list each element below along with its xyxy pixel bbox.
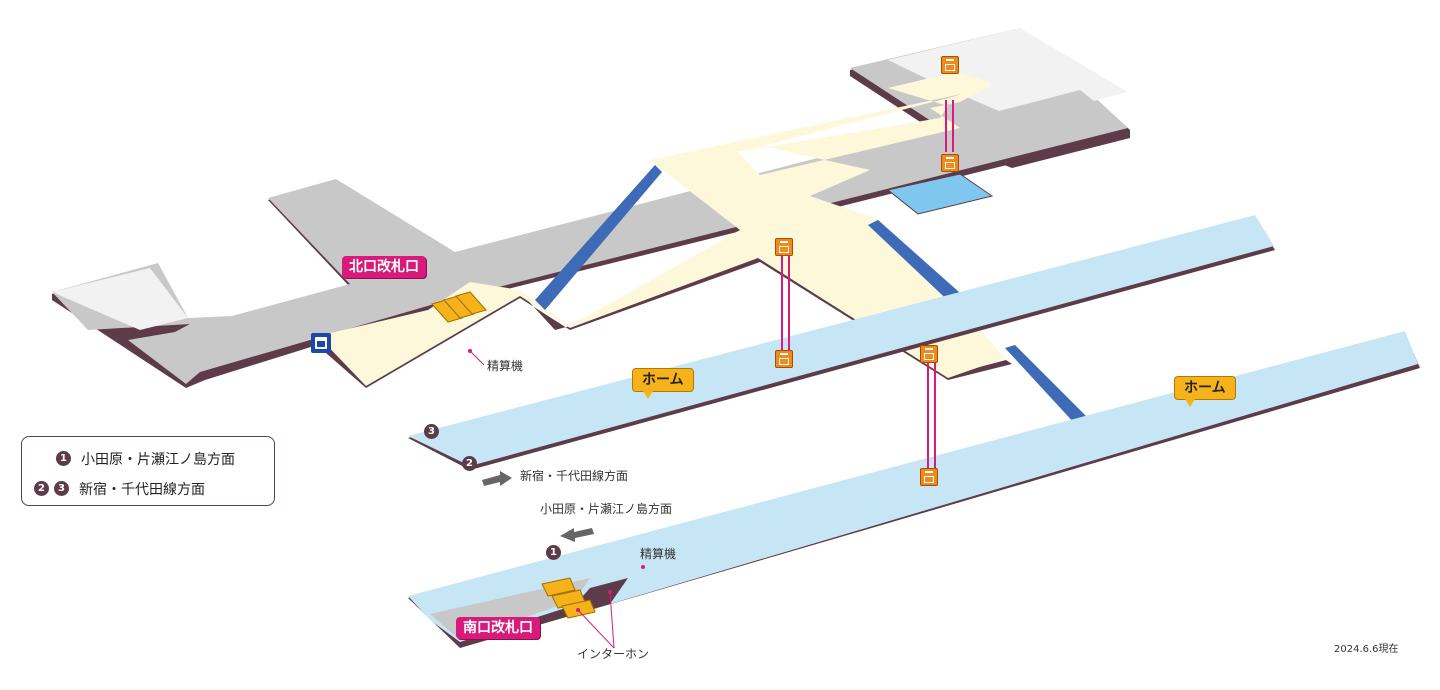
direction-shinjuku-label: 新宿・千代田線方面 [520,469,629,483]
legend-text-2: 新宿・千代田線方面 [79,482,205,498]
fare-adjust-north-label: 精算機 [487,359,524,373]
elevator-shafts [781,100,954,470]
toilet-icon [311,333,331,353]
platform-number-3: 3 [424,424,439,439]
blue-room [886,173,994,215]
elevator-icon [775,238,793,256]
platform-number-1: 1 [546,545,561,560]
fare-adjust-south-label: 精算機 [640,547,677,561]
arrow-right-icon [482,471,512,486]
north-gate-label: 北口改札口 [342,256,426,278]
platform-label-top: ホーム [632,368,694,399]
elevator-icon [941,154,959,172]
ticket-gates-north [431,291,487,323]
arrow-left-icon [560,528,594,542]
stairs-middle [868,220,968,310]
intercom-label: インターホン [577,647,650,661]
legend-number-2: 2 [34,480,49,496]
fare-south-dot [641,565,645,569]
platform-number-2: 2 [462,456,477,471]
stairs-south [1005,345,1098,438]
stairs-north [535,165,662,310]
elevator-icon [775,350,793,368]
elevator-icon [920,468,938,486]
south-gate-label: 南口改札口 [456,617,540,639]
legend-number-1: 1 [56,450,71,466]
platform-label-bottom: ホーム [1174,376,1236,407]
elevator-icon [941,56,959,74]
intercom-pointer [576,590,615,649]
legend-row-1: 1 小田原・片瀬江ノ島方面 [56,449,235,469]
platform-2-3 [408,215,1275,470]
elevator-icon [920,345,938,363]
ticket-gates-south [541,577,596,619]
date-label: 2024.6.6現在 [1334,644,1399,655]
legend-number-3: 3 [54,480,69,496]
legend-text-1: 小田原・片瀬江ノ島方面 [81,452,235,468]
direction-odawara-label: 小田原・片瀬江ノ島方面 [540,502,673,516]
